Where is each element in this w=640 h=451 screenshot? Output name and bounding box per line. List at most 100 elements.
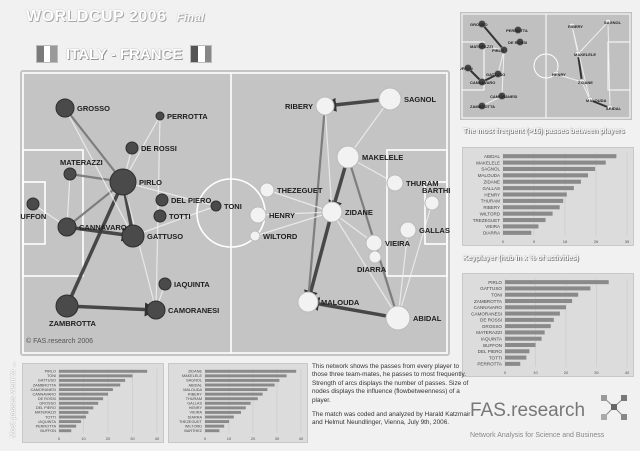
bar-thezeguet xyxy=(205,420,229,424)
bar-label-perrotta: PERROTTA xyxy=(36,424,57,428)
player-node-de-rossi xyxy=(125,141,139,155)
bar-label-sagnol: SAGNOL xyxy=(481,167,500,172)
bar-sagnol xyxy=(205,378,280,382)
bar-label-trezeguet: TREZEGUET xyxy=(473,218,501,223)
player-node-abidal xyxy=(385,305,411,331)
bar-label-gallas: GALLAS xyxy=(187,402,202,406)
bar-malouda xyxy=(205,388,268,392)
pass-edge-ribery-zidane xyxy=(324,105,333,213)
player-node-makelele xyxy=(336,145,360,169)
player-label-diarra: DIARRA xyxy=(357,265,387,274)
axis-tick: 35 xyxy=(625,239,630,244)
mini-edge xyxy=(481,23,505,51)
bar-gallas xyxy=(205,401,251,405)
bar-label-del-piero: DEL PIERO xyxy=(36,406,56,410)
pass-edge-barthez-abidal xyxy=(397,202,433,319)
bar-zidane xyxy=(503,179,581,184)
bar-trezeguet xyxy=(503,217,546,223)
player-label-cannavaro: CANNAVARO xyxy=(79,223,127,232)
axis-tick: 20 xyxy=(106,436,111,441)
player-node-materazzi xyxy=(63,167,77,181)
bar-henry xyxy=(503,192,567,197)
bar-label-vieira: VIEIRA xyxy=(190,411,203,415)
bar-label-camoranesi: CAMORANESI xyxy=(471,311,502,316)
player-label-buffon: BUFFON xyxy=(20,212,46,221)
mini-label-pirlo: PIRLO xyxy=(492,48,504,53)
pass-edge-zambrotta-camoranesi xyxy=(66,302,159,317)
fas-tagline: Network Analysis for Science and Busines… xyxy=(470,432,605,439)
passes-to-left-chart: PIRLOTONIGATTUSOZAMBROTTACAMORANESICANNA… xyxy=(30,369,160,441)
player-node-gallas xyxy=(399,221,417,239)
bar-label-del-piero: DEL PIERO xyxy=(478,349,503,354)
axis-tick: 20 xyxy=(564,370,569,375)
player-label-del-piero: DEL PIERO xyxy=(171,196,211,205)
bottom-charts-title: Most passes went to ... xyxy=(10,361,17,438)
bar-iaquinta xyxy=(59,420,82,424)
bar-iaquinta xyxy=(505,336,542,341)
description: This network shows the passes from every… xyxy=(312,363,472,434)
axis-tick: 9 xyxy=(533,239,536,244)
bar-label-iaquinta: IAQUINTA xyxy=(38,420,56,424)
axis-tick: 0 xyxy=(504,370,507,375)
bar-label-zidane: ZIDANE xyxy=(188,370,202,374)
bar-pirlo xyxy=(505,280,609,285)
axis-tick: 30 xyxy=(275,436,280,441)
bar-label-cannavaro: CANNAVARO xyxy=(474,305,503,310)
bar-zidane xyxy=(205,369,297,373)
player-label-thezeguet: THEZEGUET xyxy=(277,186,323,195)
axis-tick: 10 xyxy=(227,436,232,441)
bar-label-vieira: VIEIRA xyxy=(485,224,500,229)
bar-label-cannavaro: CANNAVARO xyxy=(33,392,57,396)
player-node-perrotta xyxy=(155,111,165,121)
bar-makelele xyxy=(205,374,287,378)
axis-tick: 10 xyxy=(533,370,538,375)
player-label-camoranesi: CAMORANESI xyxy=(168,306,219,315)
mini-node-makelele xyxy=(574,50,582,58)
bar-thuram xyxy=(205,397,258,401)
player-label-zambrotta: ZAMBROTTA xyxy=(49,319,97,328)
player-node-ribery xyxy=(315,96,335,116)
player-node-iaquinta xyxy=(158,277,172,291)
axis-tick: 40 xyxy=(155,436,160,441)
keyplayer-chart: PIRLOGATTUSOTONIZAMBROTTACANNAVAROCAMORA… xyxy=(471,279,630,375)
mini-label-de-rossi: DE ROSSI xyxy=(508,40,527,45)
bar-label-zambrotta: ZAMBROTTA xyxy=(33,383,57,387)
bar-label-malouda: MALOUDA xyxy=(478,173,500,178)
mini-node-buffon xyxy=(464,64,472,72)
bar-zambrotta xyxy=(505,298,573,304)
bar-label-thuram: THURAM xyxy=(186,397,202,401)
bar-sagnol xyxy=(503,166,596,172)
mini-label-grosso: GROSSO xyxy=(470,22,488,27)
mini-label-sagnol: SAGNOL xyxy=(604,20,622,25)
player-node-pirlo xyxy=(109,168,137,196)
player-label-wiltord: WILTORD xyxy=(263,232,298,241)
mini-node-malouda xyxy=(586,96,594,104)
bar-buffon xyxy=(59,429,72,433)
mini-label-buffon: BUFFON xyxy=(460,66,473,71)
pass-edge-thezeguet-zidane xyxy=(266,189,333,213)
bar-label-thezeguet: THEZEGUET xyxy=(179,420,203,424)
pass-edge-camoranesi-pirlo xyxy=(122,181,157,311)
mini-label-zidane: ZIDANE xyxy=(578,80,593,85)
mini-node-grosso xyxy=(478,20,486,28)
axis-tick: 26 xyxy=(594,239,599,244)
bar-toni xyxy=(59,374,133,378)
mini-node-zambrotta xyxy=(478,102,486,110)
player-node-thezeguet xyxy=(259,182,275,198)
mini-edge xyxy=(577,21,609,55)
bar-diarra xyxy=(503,230,532,235)
pass-edge-zidane-abidal xyxy=(331,211,399,319)
mini-node-pirlo xyxy=(500,46,508,54)
bar-totti xyxy=(59,415,86,419)
bar-camoranesi xyxy=(59,388,113,392)
player-label-materazzi: MATERAZZI xyxy=(60,158,103,167)
player-label-pirlo: PIRLO xyxy=(139,178,162,187)
bar-grosso xyxy=(505,324,551,329)
player-label-thuram: THURAM xyxy=(406,179,439,188)
player-node-totti xyxy=(153,209,167,223)
mini-edge xyxy=(497,49,505,75)
bar-label-thuram: THURAM xyxy=(481,199,500,204)
